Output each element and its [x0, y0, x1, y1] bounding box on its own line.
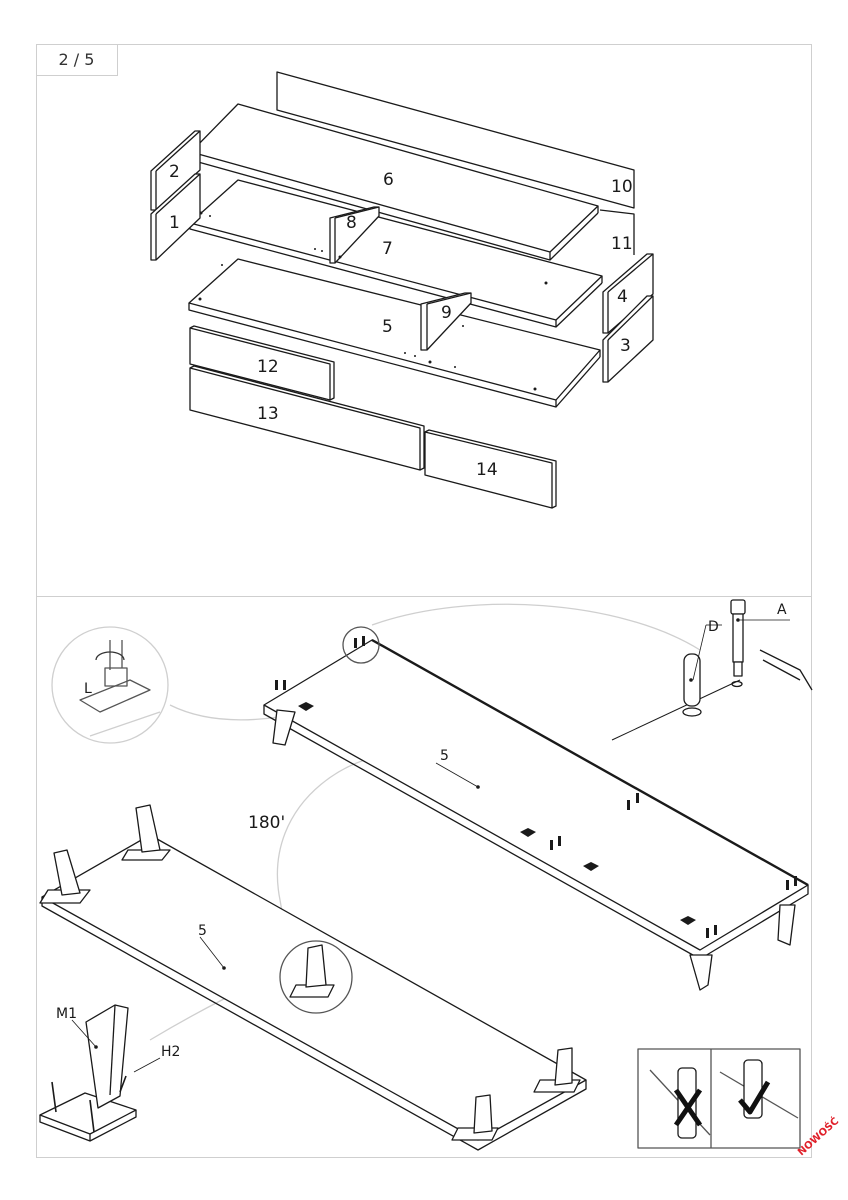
- part-label-5-lower: 5: [198, 923, 207, 939]
- part-label-5: 5: [382, 317, 393, 337]
- part-label-2: 2: [169, 162, 180, 182]
- part-label-13: 13: [257, 404, 279, 424]
- part-label-10: 10: [611, 177, 633, 197]
- hardware-label-d: D: [708, 619, 719, 635]
- leg-m1-icon: [85, 1004, 129, 1109]
- part-label-5-upper: 5: [440, 748, 449, 764]
- correct-incorrect-panel: [637, 1048, 801, 1149]
- page-frame: [36, 44, 812, 1158]
- part-9-divider: [420, 292, 472, 351]
- part-11-back-panel: [599, 209, 635, 255]
- part-8-divider: [329, 206, 380, 264]
- assembly-view: L: [39, 599, 813, 1151]
- cross-mark-icon: [673, 1088, 703, 1127]
- part-label-8: 8: [346, 213, 357, 233]
- part-label-4: 4: [617, 287, 628, 307]
- part-label-7: 7: [382, 239, 393, 259]
- cam-bolt-icon: [730, 599, 746, 615]
- part-label-14: 14: [476, 460, 498, 480]
- part-label-11: 11: [611, 234, 633, 254]
- part-label-9: 9: [441, 303, 452, 323]
- page-indicator: 2 / 5: [36, 44, 118, 76]
- part-4-right-side-upper: [602, 253, 654, 334]
- part-2-left-side-upper: [150, 130, 201, 211]
- board-part-5-upper: 5: [263, 626, 809, 991]
- rotation-label: 180': [248, 813, 285, 833]
- hardware-detail: D A: [611, 599, 813, 741]
- part-label-12: 12: [257, 357, 279, 377]
- exploded-view: 2 1 3 4 5 6 7 8 9 10 11 12 13 14: [150, 71, 654, 509]
- part-label-6: 6: [383, 170, 394, 190]
- board-part-5-lower: 5: [39, 804, 587, 1151]
- screw-icons: [51, 1075, 127, 1133]
- part-1-left-side-lower: [150, 173, 201, 261]
- part-10-back-panel: [276, 71, 635, 209]
- hardware-label-a: A: [777, 602, 787, 618]
- hardware-label-h2: H2: [161, 1044, 180, 1060]
- rotate-arrow-icon: [95, 651, 125, 661]
- check-mark-icon: [738, 1080, 771, 1115]
- leg-detail: M1 H2: [39, 1004, 180, 1142]
- detail-cam-lock: L: [51, 626, 169, 744]
- hardware-label-m1: M1: [56, 1006, 77, 1022]
- section-divider: [36, 596, 812, 597]
- part-label-3: 3: [620, 336, 631, 356]
- part-label-1: 1: [169, 213, 180, 233]
- pre-drilled-holes: [198, 211, 548, 391]
- detail-direction-label: L: [84, 681, 92, 697]
- part-3-right-side-lower: [602, 295, 654, 383]
